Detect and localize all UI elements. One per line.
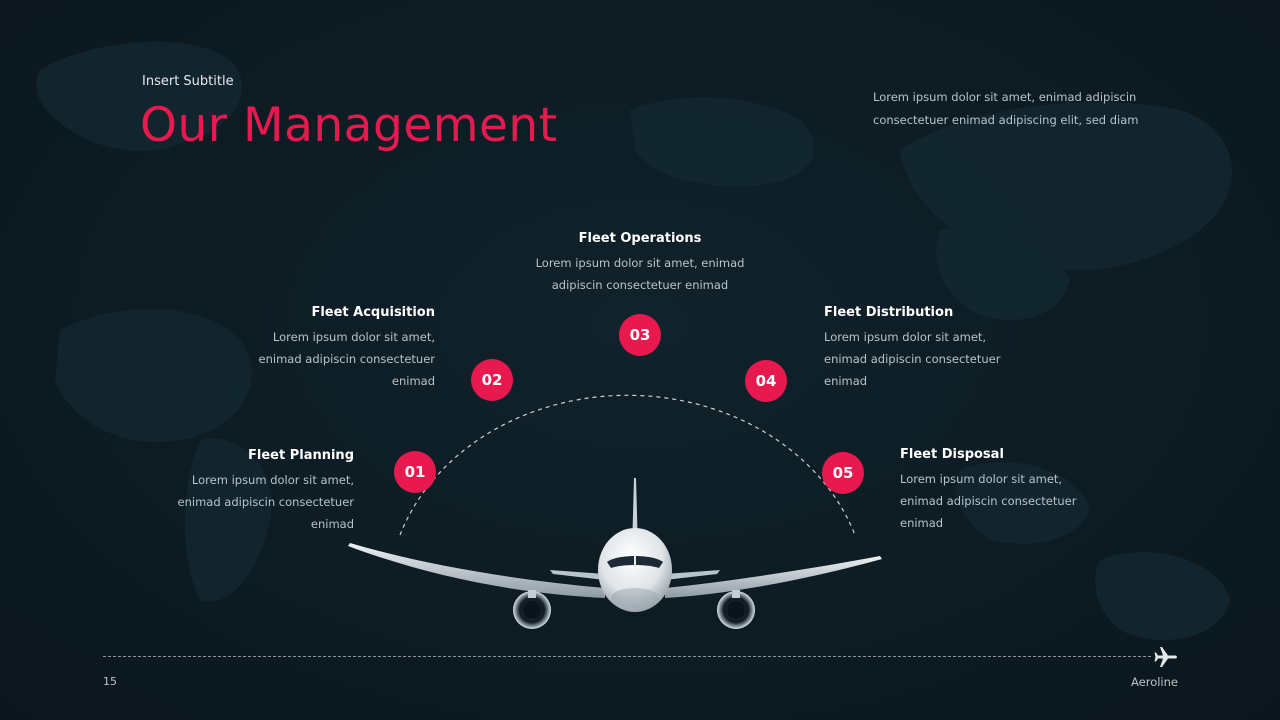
slide-subtitle: Insert Subtitle <box>142 74 234 89</box>
item-text: Lorem ipsum dolor sit amet, enimad adipi… <box>177 473 354 531</box>
step-badge-03: 03 <box>619 314 661 356</box>
step-badge-02: 02 <box>471 359 513 401</box>
item-text: Lorem ipsum dolor sit amet, enimad adipi… <box>535 256 745 292</box>
item-fleet-operations: Fleet Operations Lorem ipsum dolor sit a… <box>510 231 770 296</box>
slide-title: Our Management <box>140 98 558 153</box>
item-title: Fleet Planning <box>248 448 354 463</box>
step-badge-04: 04 <box>745 360 787 402</box>
page-number: 15 <box>103 675 117 688</box>
item-text: Lorem ipsum dolor sit amet, enimad adipi… <box>824 330 1001 388</box>
step-badge-01: 01 <box>394 451 436 493</box>
item-text: Lorem ipsum dolor sit amet, enimad adipi… <box>900 472 1077 530</box>
brand-name: Aeroline <box>1130 675 1178 689</box>
step-badge-05: 05 <box>822 452 864 494</box>
item-title: Fleet Operations <box>578 231 702 246</box>
item-title: Fleet Disposal <box>900 447 1004 462</box>
header-description: Lorem ipsum dolor sit amet, enimad adipi… <box>873 90 1139 127</box>
airplane-icon <box>1154 647 1177 667</box>
item-title: Fleet Distribution <box>824 305 954 320</box>
item-fleet-acquisition: Fleet Acquisition Lorem ipsum dolor sit … <box>175 305 435 392</box>
footer-dashed-line <box>103 656 1151 657</box>
item-fleet-disposal: Fleet Disposal Lorem ipsum dolor sit ame… <box>900 447 1160 534</box>
airplane-front-image <box>348 478 882 629</box>
item-fleet-distribution: Fleet Distribution Lorem ipsum dolor sit… <box>824 305 1084 392</box>
item-text: Lorem ipsum dolor sit amet, enimad adipi… <box>258 330 435 388</box>
item-fleet-planning: Fleet Planning Lorem ipsum dolor sit ame… <box>94 448 354 535</box>
item-title: Fleet Acquisition <box>311 305 435 320</box>
